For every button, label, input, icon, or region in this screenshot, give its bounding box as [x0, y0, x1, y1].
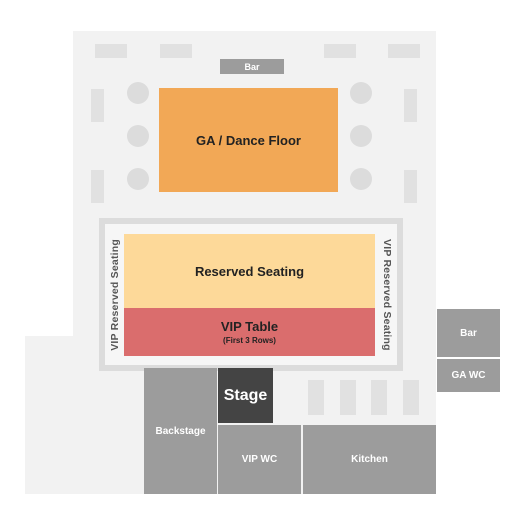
round-table-left-3: [127, 168, 149, 190]
bar-right-label: Bar: [460, 327, 477, 339]
round-table-left-2: [127, 125, 149, 147]
section-reserved-seating[interactable]: Reserved Seating: [124, 234, 375, 308]
section-stage[interactable]: Stage: [218, 368, 273, 423]
section-vip-table[interactable]: VIP Table (First 3 Rows): [124, 308, 375, 356]
section-vip-reserved-right[interactable]: VIP Reserved Seating: [378, 228, 396, 361]
table-top-2: [160, 44, 192, 58]
stage-label: Stage: [223, 386, 268, 404]
backstage[interactable]: Backstage: [144, 368, 217, 494]
kitchen[interactable]: Kitchen: [303, 425, 436, 494]
bar-right[interactable]: Bar: [437, 309, 500, 357]
table-bottom-1: [308, 380, 324, 415]
round-table-right-3: [350, 168, 372, 190]
table-side-left-1: [91, 89, 104, 122]
table-bottom-2: [340, 380, 356, 415]
table-bottom-4: [403, 380, 419, 415]
venue-extension-left: [25, 336, 73, 494]
vip-reserved-right-label: VIP Reserved Seating: [381, 238, 393, 351]
backstage-label: Backstage: [155, 425, 206, 437]
vip-wc-label: VIP WC: [241, 454, 278, 465]
ga-dance-floor-label: GA / Dance Floor: [196, 132, 301, 148]
table-top-1: [95, 44, 127, 58]
bar-top[interactable]: Bar: [220, 59, 284, 74]
ga-wc[interactable]: GA WC: [437, 359, 500, 392]
section-vip-reserved-left[interactable]: VIP Reserved Seating: [106, 228, 124, 361]
vip-table-label: VIP Table: [220, 319, 279, 334]
ga-wc-label: GA WC: [451, 370, 486, 381]
vip-reserved-left-label: VIP Reserved Seating: [109, 238, 121, 351]
vip-table-sub-label: (First 3 Rows): [223, 336, 276, 345]
table-bottom-3: [371, 380, 387, 415]
table-top-3: [324, 44, 356, 58]
reserved-seating-label: Reserved Seating: [194, 263, 305, 279]
round-table-right-2: [350, 125, 372, 147]
section-ga-dance-floor[interactable]: GA / Dance Floor: [159, 88, 338, 192]
vip-wc[interactable]: VIP WC: [218, 425, 301, 494]
table-side-right-2: [404, 170, 417, 203]
table-top-4: [388, 44, 420, 58]
round-table-right-1: [350, 82, 372, 104]
bar-top-label: Bar: [244, 61, 260, 72]
round-table-left-1: [127, 82, 149, 104]
table-side-left-2: [91, 170, 104, 203]
kitchen-label: Kitchen: [351, 454, 388, 465]
table-side-right-1: [404, 89, 417, 122]
